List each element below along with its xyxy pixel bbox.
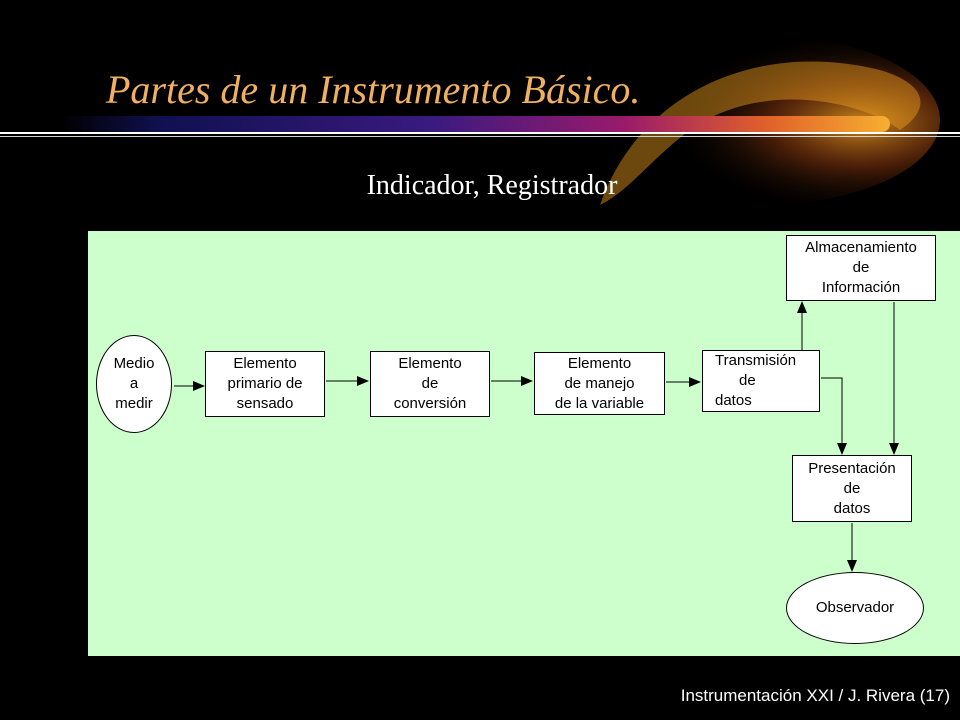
- slide-footer: Instrumentación XXI / J. Rivera (17): [680, 686, 950, 705]
- node-line: de manejo: [564, 374, 635, 392]
- diagram-panel: Medio a medir Elemento primario de sensa…: [88, 231, 960, 656]
- diagram-connectors: [174, 301, 899, 572]
- node-line: de: [739, 372, 756, 389]
- node-elemento-manejo: Elemento de manejo de la variable: [534, 352, 665, 415]
- node-line: de: [852, 259, 870, 276]
- node-line: Elemento: [567, 354, 632, 372]
- node-presentacion-datos: Presentación de datos: [792, 455, 912, 522]
- node-line: de la variable: [554, 394, 645, 412]
- node-line: primario de: [227, 375, 303, 392]
- node-elemento-conversion: Elemento de conversión: [370, 351, 490, 417]
- node-line: de: [421, 375, 439, 392]
- node-almacenamiento-informacion: Almacenamiento de Información: [786, 235, 936, 301]
- node-line: Almacenamiento: [805, 239, 917, 256]
- node-line: medir: [115, 395, 153, 412]
- slide-title: Partes de un Instrumento Básico.: [106, 67, 641, 112]
- node-line: datos: [833, 499, 871, 517]
- node-line: a: [129, 375, 139, 392]
- node-elemento-primario: Elemento primario de sensado: [205, 351, 325, 417]
- node-line: Transmisión: [715, 352, 797, 369]
- node-line: Elemento: [233, 355, 297, 372]
- node-line: Observador: [815, 599, 895, 616]
- node-line: Elemento: [398, 355, 462, 372]
- node-line: Información: [821, 279, 901, 296]
- node-line: Medio: [113, 355, 155, 372]
- node-line: de: [843, 479, 861, 497]
- slide-subtitle: Indicador, Registrador: [366, 170, 618, 201]
- node-medio-a-medir: Medio a medir: [96, 335, 172, 433]
- arrow-transmision-to-presentacion: [821, 377, 847, 455]
- title-swoosh-decoration: [0, 35, 960, 205]
- node-line: conversión: [393, 395, 467, 412]
- node-observador: Observador: [786, 572, 924, 644]
- node-line: datos: [715, 392, 752, 409]
- node-line: Presentación: [808, 459, 896, 477]
- node-transmision-datos: Transmisión de datos: [702, 350, 820, 412]
- node-line: sensado: [236, 395, 294, 412]
